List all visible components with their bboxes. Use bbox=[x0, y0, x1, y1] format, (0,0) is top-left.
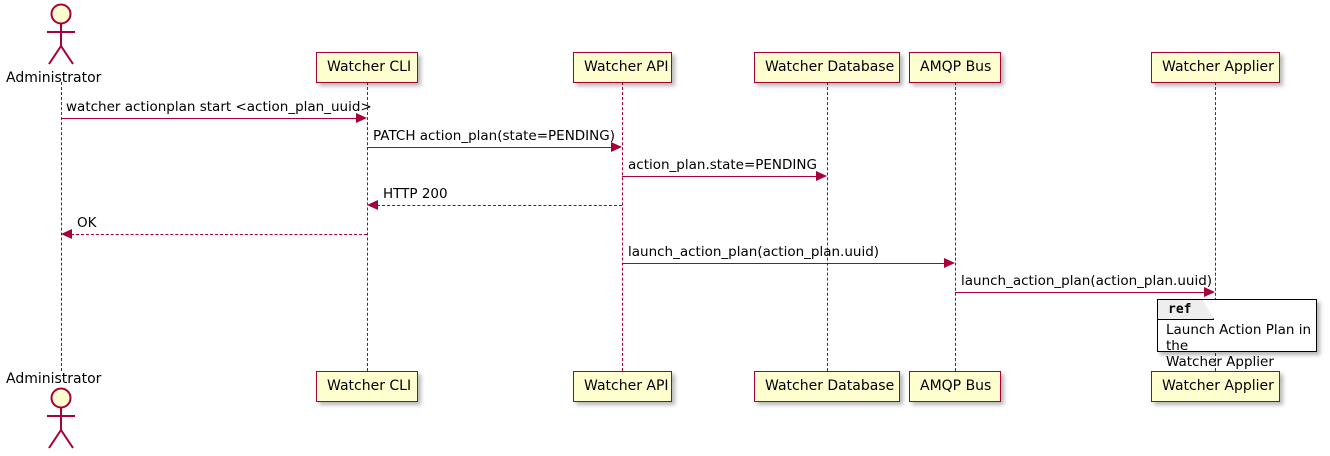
message-label: PATCH action_plan(state=PENDING) bbox=[373, 127, 615, 144]
participant-watcher-cli-bottom[interactable]: Watcher CLI bbox=[316, 371, 418, 402]
participant-watcher-api-top[interactable]: Watcher API bbox=[573, 52, 672, 83]
message-line bbox=[71, 234, 367, 235]
message-label: launch_action_plan(action_plan.uuid) bbox=[628, 243, 880, 260]
participant-watcher-cli-top[interactable]: Watcher CLI bbox=[316, 52, 418, 83]
message-line bbox=[367, 147, 612, 148]
ref-fragment[interactable]: ref Launch Action Plan in the Watcher Ap… bbox=[1157, 299, 1317, 370]
lifeline-watcher-applier bbox=[1215, 82, 1216, 371]
lifeline-watcher-api bbox=[622, 82, 623, 371]
arrow-head-right-icon bbox=[816, 171, 827, 181]
participant-watcher-api-bottom[interactable]: Watcher API bbox=[573, 371, 672, 402]
arrow-head-right-icon bbox=[611, 142, 622, 152]
message-label: watcher actionplan start <action_plan_uu… bbox=[66, 98, 372, 115]
message-line bbox=[622, 263, 945, 264]
arrow-head-left-icon bbox=[61, 229, 72, 239]
arrow-head-right-icon bbox=[356, 113, 367, 123]
actor-administrator-top bbox=[37, 2, 85, 72]
actor-label-administrator-bottom: Administrator bbox=[6, 371, 102, 387]
participant-watcher-database-bottom[interactable]: Watcher Database bbox=[754, 371, 900, 402]
participant-watcher-applier-top[interactable]: Watcher Applier bbox=[1151, 52, 1280, 83]
participant-amqp-bus-bottom[interactable]: AMQP Bus bbox=[909, 371, 1001, 402]
actor-stick-figure-icon bbox=[47, 387, 75, 449]
message-label: OK bbox=[77, 214, 97, 231]
message-line bbox=[61, 118, 357, 119]
message-label: action_plan.state=PENDING bbox=[628, 156, 817, 173]
actor-stick-figure-icon bbox=[47, 3, 75, 65]
message-label: launch_action_plan(action_plan.uuid) bbox=[961, 272, 1213, 289]
lifeline-watcher-database bbox=[827, 82, 828, 371]
message-line bbox=[622, 176, 817, 177]
arrow-head-left-icon bbox=[367, 200, 378, 210]
lifeline-amqp-bus bbox=[955, 82, 956, 371]
arrow-head-right-icon bbox=[944, 258, 955, 268]
participant-watcher-database-top[interactable]: Watcher Database bbox=[754, 52, 900, 83]
message-label: HTTP 200 bbox=[383, 185, 448, 202]
actor-administrator-bottom bbox=[37, 386, 85, 456]
actor-label-administrator-top: Administrator bbox=[6, 70, 102, 86]
arrow-head-right-icon bbox=[1204, 287, 1215, 297]
ref-fragment-tab-label: ref bbox=[1158, 300, 1214, 320]
participant-amqp-bus-top[interactable]: AMQP Bus bbox=[909, 52, 1001, 83]
message-line bbox=[377, 205, 622, 206]
lifeline-administrator bbox=[61, 82, 62, 371]
message-line bbox=[955, 292, 1205, 293]
lifeline-watcher-cli bbox=[367, 82, 368, 371]
participant-watcher-applier-bottom[interactable]: Watcher Applier bbox=[1151, 371, 1280, 402]
ref-fragment-text: Launch Action Plan in the Watcher Applie… bbox=[1166, 322, 1312, 370]
